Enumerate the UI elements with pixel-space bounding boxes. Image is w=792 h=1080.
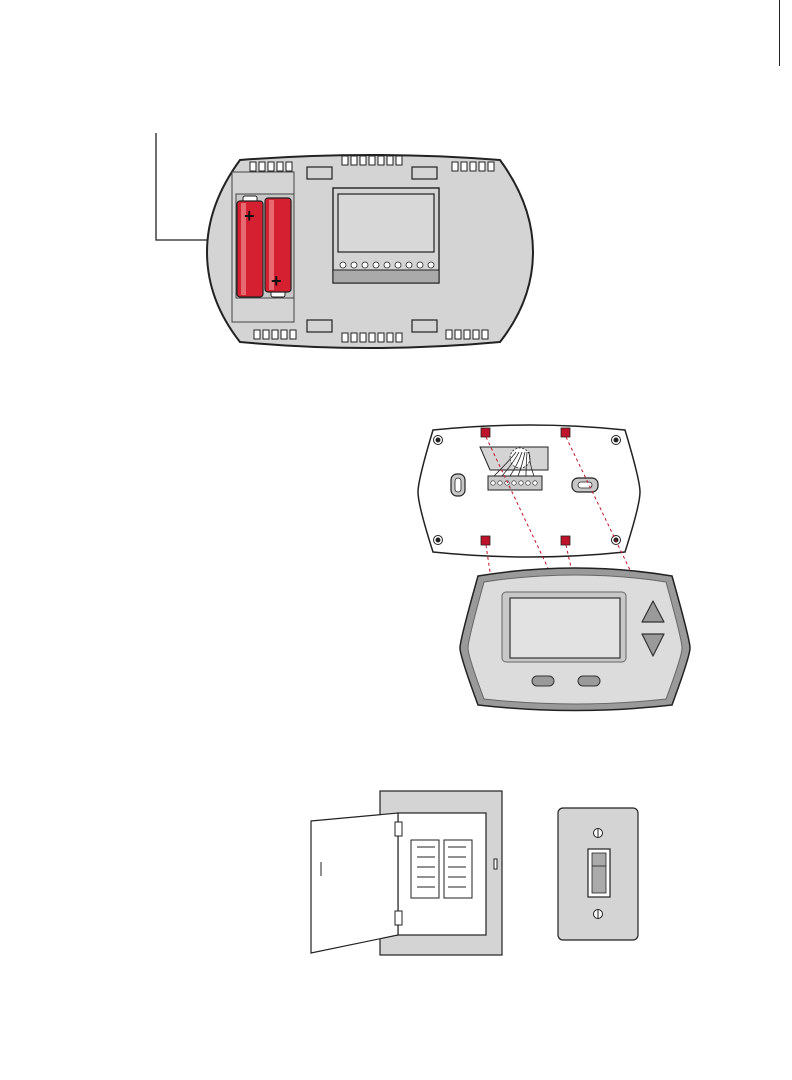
switch-toggle-off[interactable] (592, 853, 606, 893)
panel-door (311, 813, 398, 953)
panel-latch (494, 859, 497, 869)
